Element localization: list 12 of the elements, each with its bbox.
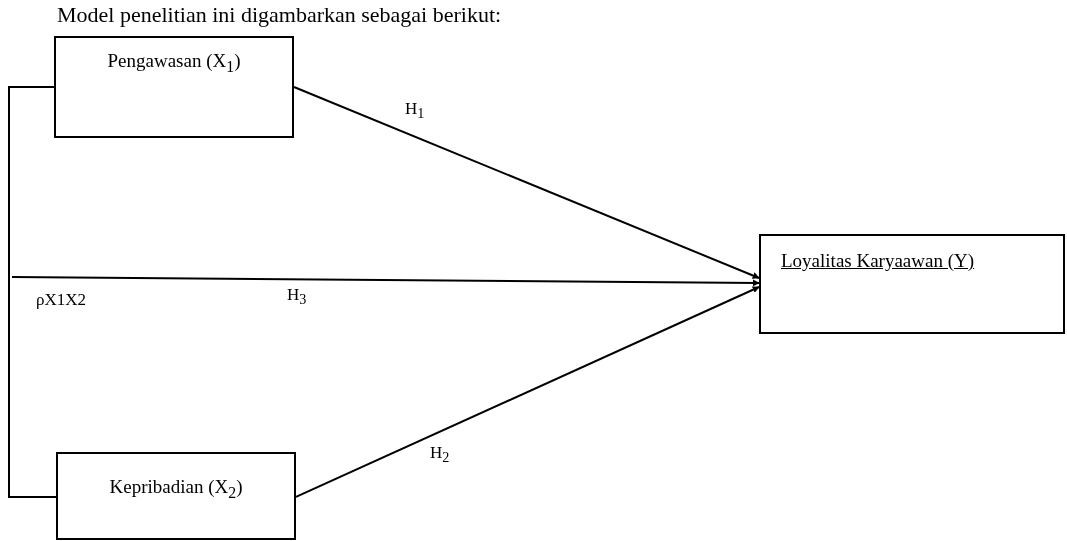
variable-label: Pengawasan (X$_{1}$): [107, 50, 241, 76]
variable-label: Kepribadian (X$_{2}$): [109, 476, 243, 502]
title: Model penelitian ini digambarkan sebagai berikut:: [57, 2, 502, 28]
connector-line: [8, 86, 57, 498]
arrow: [295, 286, 760, 498]
edge-label: ρX1X2: [36, 291, 87, 310]
variable-box: [759, 234, 1065, 334]
variable-box: [54, 36, 294, 138]
variable-label: Loyalitas Karyaawan (Y): [781, 250, 975, 272]
arrow: [11, 276, 760, 287]
arrow: [293, 86, 760, 279]
variable-box: [56, 452, 296, 540]
